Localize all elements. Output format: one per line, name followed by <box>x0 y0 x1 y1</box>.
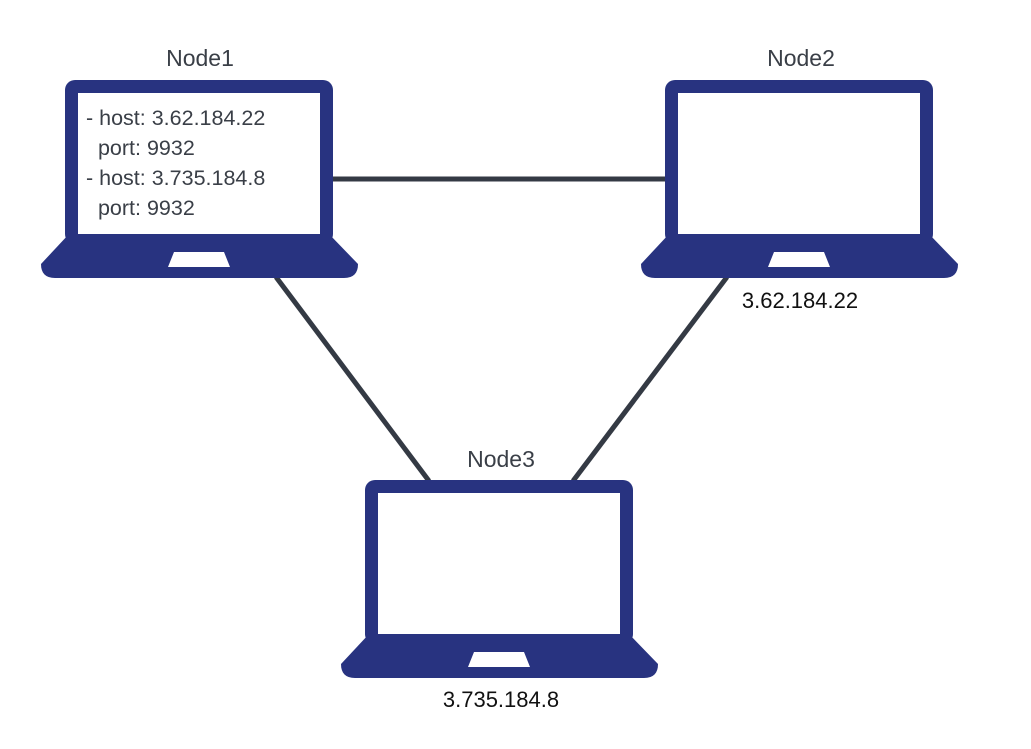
link-node2-node3 <box>571 275 729 483</box>
node2-ip-label: 3.62.184.22 <box>741 288 859 313</box>
config-line: - host: 3.62.184.22 <box>86 106 266 130</box>
node1-title: Node1 <box>166 45 234 71</box>
laptop-icon <box>341 480 658 678</box>
link-node1-node3 <box>274 275 431 483</box>
node1-config-text: - host: 3.62.184.22 port: 9932 - host: 3… <box>86 103 265 223</box>
node2-title: Node2 <box>767 45 835 71</box>
laptop-icon <box>641 80 958 278</box>
config-line: - host: 3.735.184.8 <box>86 166 266 190</box>
laptop-icon <box>41 80 358 278</box>
config-line: port: 9932 <box>86 196 195 220</box>
node3-title: Node3 <box>467 446 535 472</box>
node3-ip-label: 3.735.184.8 <box>442 687 560 712</box>
config-line: port: 9932 <box>86 136 195 160</box>
